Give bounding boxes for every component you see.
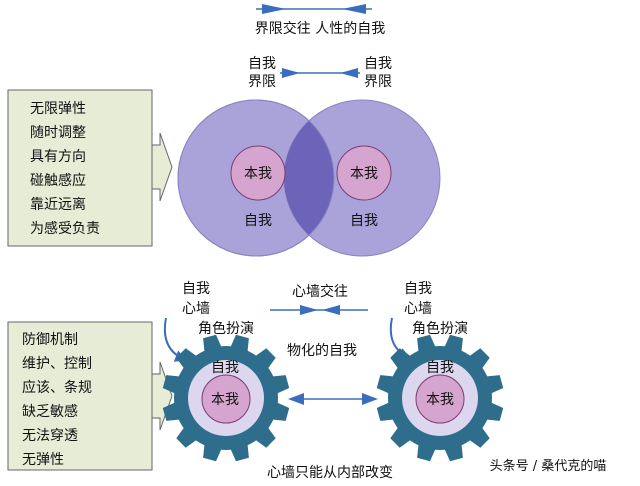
watermark: 头条号 / 桑代克的喵 [490, 458, 607, 474]
wall-label-left-1: 自我 [182, 281, 210, 297]
top-self-label-left: 自我 [244, 213, 272, 229]
bottom-trait-5: 无法穿透 [22, 428, 78, 444]
wall-label-right-2: 心墙 [404, 301, 432, 317]
bottom-inner-label-left: 本我 [211, 392, 239, 408]
boundary-label-left-2: 界限 [248, 74, 276, 90]
bottom-trait-4: 缺乏敏感 [22, 403, 78, 420]
bottom-trait-1: 防御机制 [22, 332, 78, 348]
bottom-trait-2: 维护、控制 [22, 356, 92, 372]
left-inner-self-circle [230, 145, 286, 201]
wall-label-left-2: 心墙 [182, 301, 210, 317]
gear-core-circle [415, 374, 465, 424]
footer-caption: 心墙只能从内部改变 [267, 465, 393, 481]
wall-label-right-1: 自我 [404, 281, 432, 297]
top-trait-1: 无限弹性 [30, 101, 86, 117]
top-trait-4: 碰触感应 [30, 172, 86, 189]
bottom-trait-3: 应该、条规 [22, 379, 92, 396]
wall-exchange-arrow [270, 305, 368, 315]
bottom-self-label-right: 自我 [426, 360, 454, 376]
top-trait-3: 具有方向 [30, 149, 86, 165]
role-label-right: 角色扮演 [412, 320, 468, 337]
top-trait-6: 为感受负责 [30, 220, 100, 237]
top-header: 界限交往 人性的自我 [255, 20, 385, 37]
right-inner-self-circle [336, 145, 392, 201]
wall-exchange-label: 心墙交往 [292, 283, 348, 300]
boundary-double-arrow [280, 68, 360, 78]
gear-core-circle [201, 374, 251, 424]
bottom-trait-6: 无弹性 [22, 452, 64, 468]
top-trait-5: 靠近远离 [30, 196, 86, 213]
boundary-label-right-1: 自我 [364, 56, 392, 72]
objectified-self-label: 物化的自我 [287, 343, 357, 359]
boundary-label-right-2: 界限 [364, 74, 392, 90]
bottom-self-label-left: 自我 [211, 360, 239, 376]
top-traits-box [7, 89, 173, 247]
bottom-traits-box [7, 321, 173, 471]
bottom-inner-label-right: 本我 [426, 392, 454, 408]
left-defense-gear [162, 334, 290, 462]
top-self-label-right: 自我 [350, 213, 378, 229]
gear-double-arrow [288, 393, 378, 405]
top-inner-label-right: 本我 [350, 166, 378, 182]
top-trait-2: 随时调整 [30, 125, 86, 141]
right-defense-gear [376, 334, 504, 462]
boundary-label-left-1: 自我 [248, 56, 276, 72]
top-inner-label-left: 本我 [244, 166, 272, 182]
role-label-left: 角色扮演 [198, 320, 254, 337]
header-double-arrow [256, 4, 372, 14]
